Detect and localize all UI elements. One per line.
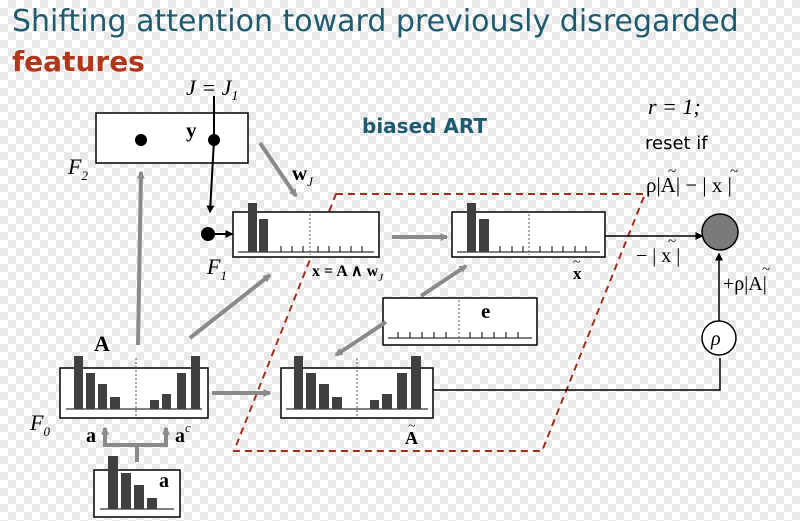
title: Shifting attention toward previously dis… [12,4,739,39]
f2-to-f1-arrow [206,139,215,214]
input-a-label: a [159,470,169,492]
minus-x-tilde: ~ [668,234,676,250]
f1-label: F1 [206,254,227,283]
f1-ticks [280,246,363,252]
y-label: y [186,118,197,142]
input-bars [108,456,157,509]
j-label: J = J1 [186,75,238,104]
ac-label: ac [175,420,191,447]
input-to-a-arrow [101,426,139,462]
x-equation: x = A ∧ wJ [312,263,384,284]
f1-bar [248,203,257,252]
a-to-f2-arrow [136,170,145,346]
e-label: e [481,299,490,323]
reset-node [701,213,739,251]
f1-box [232,211,380,258]
a-tilde-label: A [405,428,418,448]
e-to-x-tilde-arrow [419,264,468,298]
a-vector-label: A [94,331,110,356]
plus-rho-a-tilde: ~ [762,262,770,278]
minus-x-label: − | x | [636,245,680,267]
f1-bar [259,219,268,252]
x-tilde-bar [467,203,476,252]
f2-box [95,112,249,164]
a-tilde-tilde: ~ [408,419,416,434]
x-tilde-label: x [573,264,582,283]
rho-label: ρ [710,328,721,350]
reset-a-tilde: ~ [668,164,676,180]
reset-x-tilde: ~ [730,164,738,180]
f0-label: F0 [29,410,50,439]
e-ticks [397,332,519,338]
wj-label: wJ [292,161,314,189]
x-tilde-ticks [499,246,587,252]
biased-art-region [232,193,647,452]
f2-node [135,134,147,146]
a-to-f1-arrow [188,273,272,340]
title-features: features [12,45,145,78]
f0-bars [74,356,200,409]
input-to-ac-arrow [137,426,170,447]
a-tilde-bars [294,356,421,409]
r-equation: r = 1; [648,94,701,119]
gray-arrows [101,141,468,462]
a-tilde-to-rho-line [433,358,721,391]
a-label: a [86,425,96,447]
wj-arrow [258,141,298,198]
x-tilde-bar [479,219,489,252]
e-box [382,297,538,346]
f2-label: F2 [67,154,88,183]
f1-input-node [201,227,215,241]
e-to-a-tilde-arrow [334,320,388,357]
reset-if-label: reset if [645,133,708,154]
x-tilde-tilde: ~ [573,255,581,270]
plus-rho-a-label: +ρ|A| [723,273,767,295]
biased-art-label: biased ART [362,114,488,138]
reset-expression: ρ|A| − | x | [646,173,732,197]
